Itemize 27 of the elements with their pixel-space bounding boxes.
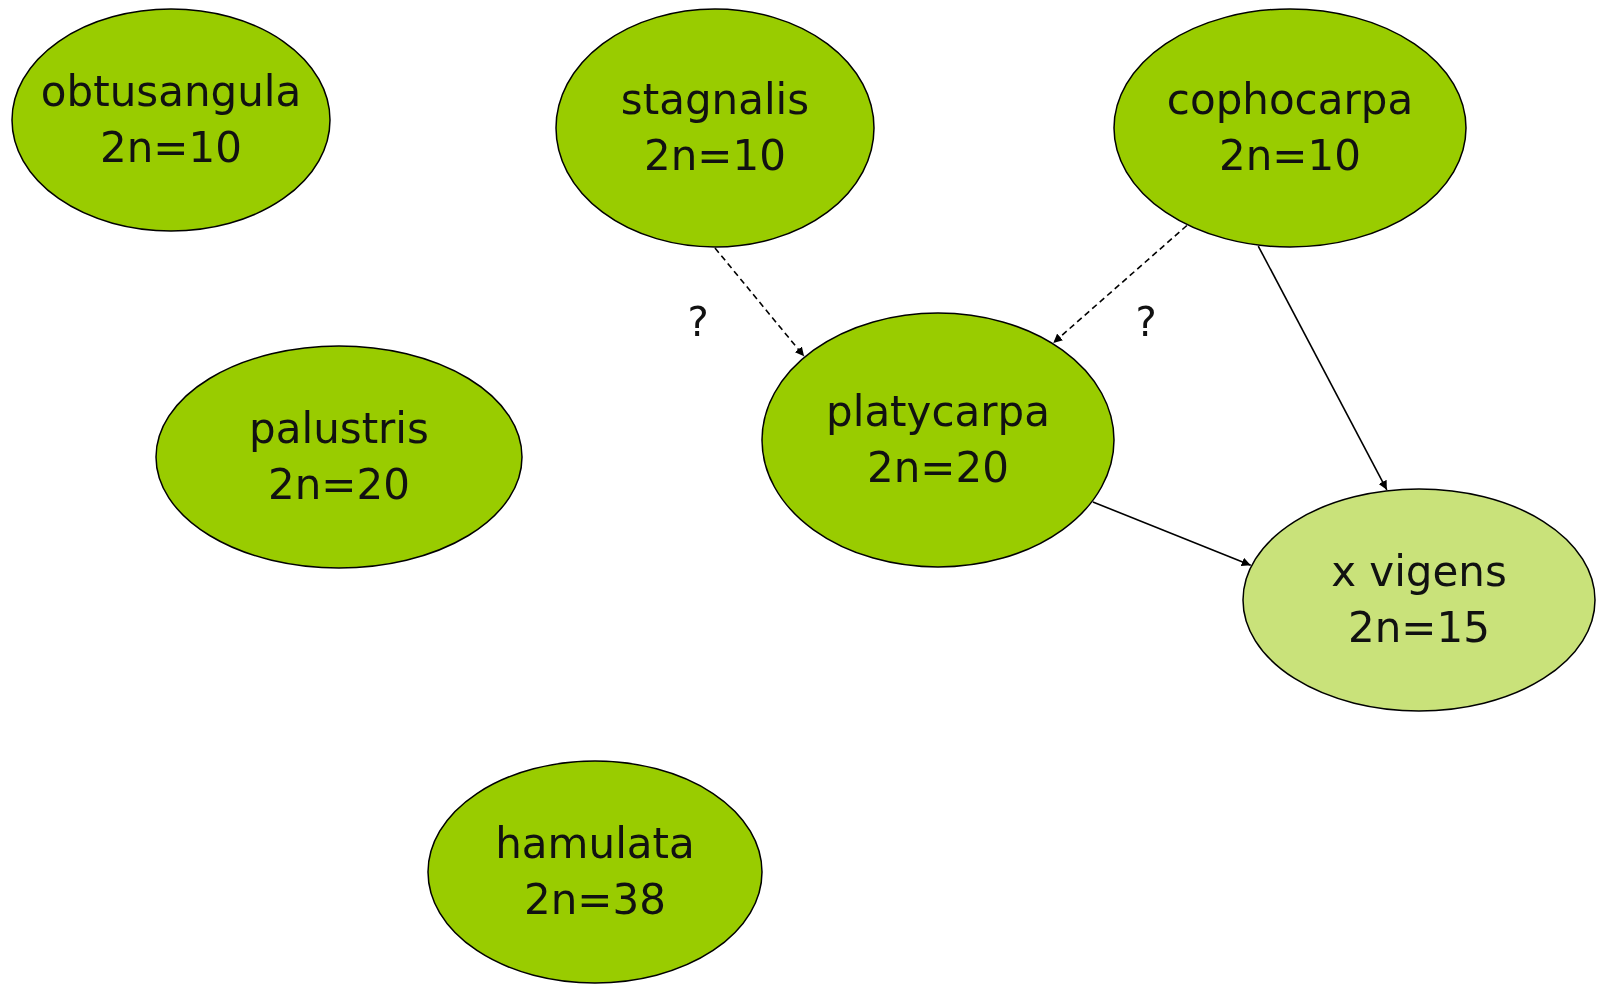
- species-ellipse: [11, 8, 331, 232]
- species-name: hamulata: [495, 818, 695, 870]
- species-ellipse: [1113, 8, 1467, 248]
- species-name: platycarpa: [826, 386, 1050, 438]
- chromosome-count: 2n=10: [100, 122, 242, 174]
- species-ellipse: [155, 345, 523, 569]
- chromosome-count: 2n=10: [1219, 130, 1361, 182]
- chromosome-count: 2n=38: [524, 874, 666, 926]
- species-ellipse: [761, 312, 1115, 568]
- chromosome-count: 2n=20: [867, 442, 1009, 494]
- chromosome-count: 2n=20: [268, 459, 410, 511]
- arrow: [1052, 224, 1188, 344]
- arrow: [1092, 501, 1252, 567]
- edge-label: ?: [687, 300, 709, 344]
- edge-label: ?: [1135, 300, 1157, 344]
- species-name: cophocarpa: [1166, 74, 1414, 126]
- species-name: stagnalis: [620, 74, 810, 126]
- arrow: [1257, 245, 1388, 491]
- arrow: [714, 247, 805, 358]
- species-ellipse: [427, 760, 763, 984]
- species-name: x vigens: [1331, 546, 1507, 598]
- chromosome-count: 2n=10: [644, 130, 786, 182]
- species-ellipse: [1242, 488, 1596, 712]
- species-name: palustris: [249, 403, 429, 455]
- species-name: obtusangula: [40, 66, 302, 118]
- species-ellipse: [555, 8, 875, 248]
- chromosome-count: 2n=15: [1348, 602, 1490, 654]
